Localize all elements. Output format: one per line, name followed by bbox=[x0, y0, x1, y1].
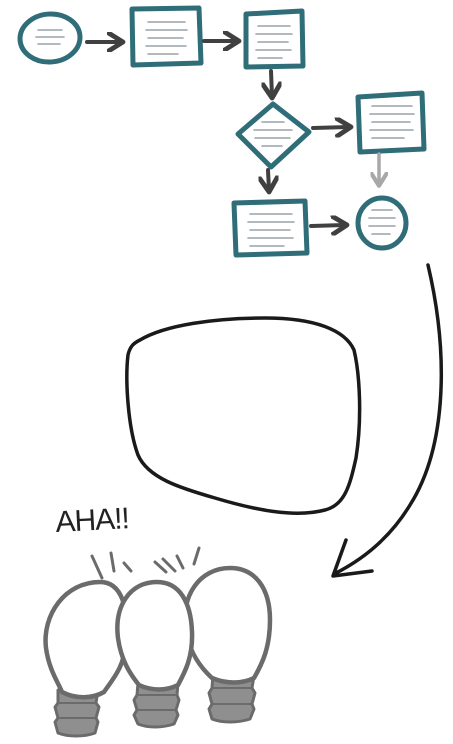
flow-node-end bbox=[358, 198, 406, 248]
flow-arrow bbox=[311, 225, 345, 226]
flow-node-decision bbox=[238, 104, 309, 167]
flow-arrow bbox=[268, 170, 269, 190]
flow-node-branch-step bbox=[358, 93, 424, 152]
flowchart bbox=[18, 8, 424, 255]
flow-arrow bbox=[313, 127, 349, 128]
flow-node-step-2 bbox=[246, 11, 303, 67]
bulb-glass bbox=[46, 568, 270, 697]
flow-node-step-1 bbox=[132, 8, 201, 65]
spark-lines bbox=[92, 548, 199, 578]
curved-arrow-icon bbox=[333, 265, 441, 576]
flow-node-start bbox=[18, 12, 81, 64]
lightbulb-icon bbox=[46, 548, 270, 736]
thought-bubble-icon bbox=[127, 318, 360, 513]
flow-arrow bbox=[271, 71, 272, 96]
flow-node-step-3 bbox=[234, 201, 307, 255]
aha-text: AHA!! bbox=[55, 502, 130, 539]
